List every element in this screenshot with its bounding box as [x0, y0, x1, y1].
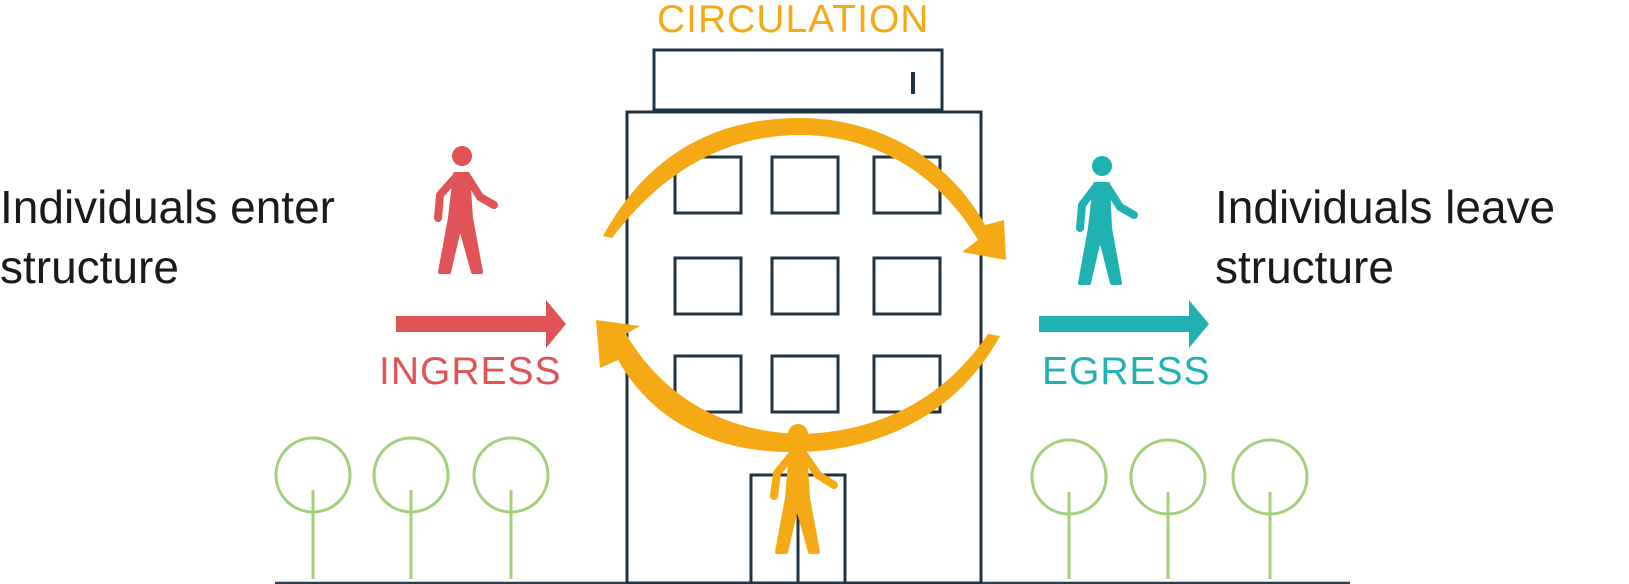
tree-icon	[1030, 438, 1108, 579]
leave-text-line2: structure	[1215, 241, 1394, 293]
cycle-arrows-icon	[596, 118, 1006, 453]
enter-text-line2: structure	[0, 241, 179, 293]
ingress-label: INGRESS	[379, 350, 562, 393]
tree-icon	[1231, 438, 1309, 579]
egress-label: EGRESS	[1042, 350, 1211, 393]
enter-text-line1: Individuals enter	[0, 181, 335, 233]
egress-arrow	[1039, 300, 1209, 348]
tree-icon	[372, 436, 450, 579]
circulation-label: CIRCULATION	[657, 0, 930, 41]
tree-icon	[274, 436, 352, 579]
leave-text-line1: Individuals leave	[1215, 181, 1556, 233]
circulation-person-icon	[770, 424, 838, 554]
ingress-person-icon	[434, 146, 498, 274]
tree-icon	[1129, 438, 1207, 579]
egress-person-icon	[1076, 156, 1138, 285]
tree-icon	[472, 436, 550, 579]
ingress-arrow	[396, 300, 566, 348]
